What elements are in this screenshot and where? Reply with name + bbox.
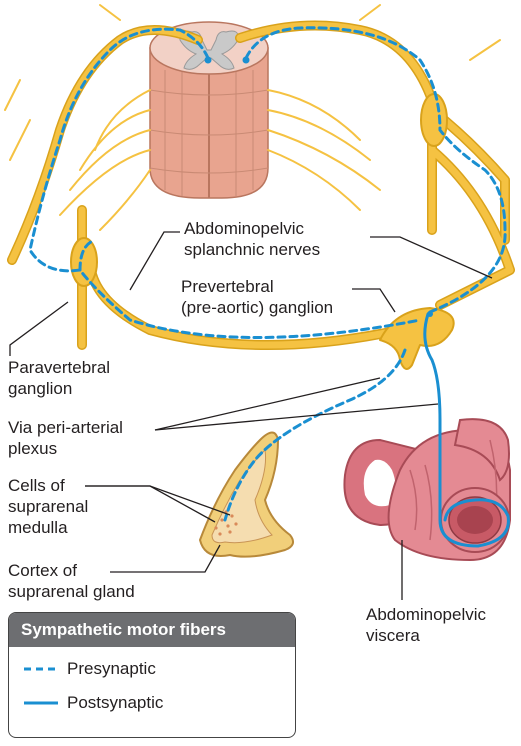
label-via-periarterial-plexus: Via peri-arterial plexus [8, 417, 123, 459]
label-paravertebral-ganglion: Paravertebral ganglion [8, 357, 110, 399]
label-abdominopelvic-viscera: Abdominopelvic viscera [366, 604, 486, 646]
label-cells-of-suprarenal-medulla: Cells of suprarenal medulla [8, 475, 88, 538]
solid-line-icon [23, 699, 59, 707]
label-abdominopelvic-splanchnic-nerves: Abdominopelvic splanchnic nerves [184, 218, 320, 260]
legend-item-postsynaptic: Postsynaptic [23, 693, 163, 713]
legend-label-presynaptic: Presynaptic [67, 659, 156, 679]
spinal-cord [150, 22, 268, 198]
label-cortex-of-suprarenal-gland: Cortex of suprarenal gland [8, 560, 135, 602]
legend-label-postsynaptic: Postsynaptic [67, 693, 163, 713]
legend: Sympathetic motor fibers Presynaptic Pos… [8, 612, 296, 738]
label-prevertebral-ganglion: Prevertebral (pre-aortic) ganglion [181, 276, 333, 318]
abdominopelvic-viscera [344, 419, 510, 560]
dashed-line-icon [23, 665, 59, 673]
suprarenal-gland [200, 433, 293, 557]
legend-title: Sympathetic motor fibers [9, 613, 295, 647]
legend-item-presynaptic: Presynaptic [23, 659, 156, 679]
